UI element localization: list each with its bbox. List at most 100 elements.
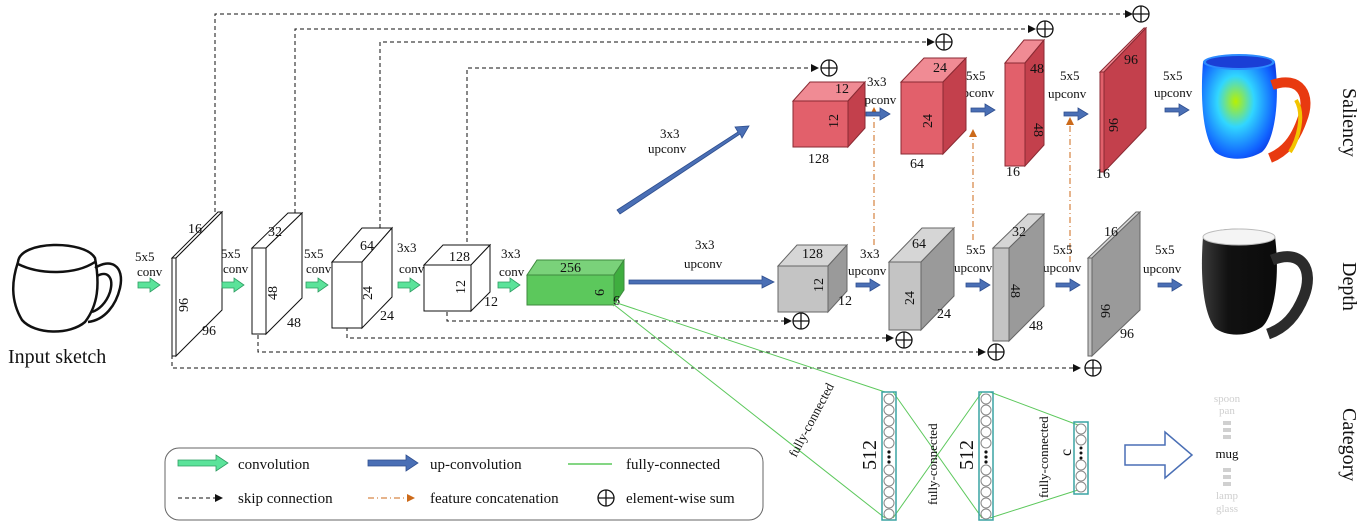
saliency-block-3 xyxy=(1003,38,1046,168)
op-label: 3x3 xyxy=(501,246,521,261)
dim-label: 48 xyxy=(287,316,301,331)
dim-label: 96 xyxy=(202,324,216,339)
upconv-arrow xyxy=(1164,103,1190,117)
saliency-dims: 12 12 128 24 24 64 48 48 16 96 96 16 xyxy=(808,53,1138,182)
op-label: 5x5 xyxy=(1060,68,1080,83)
op-label: conv xyxy=(499,264,525,279)
category-arrow xyxy=(1124,430,1194,480)
fc-size-2: 512 xyxy=(956,440,978,470)
dim-label: 12 xyxy=(812,278,827,292)
dim-label: 24 xyxy=(903,291,918,305)
saliency-block-4 xyxy=(1098,26,1148,174)
upconv-arrow-to-saliency xyxy=(616,125,750,215)
upconv-arrow xyxy=(1063,107,1089,121)
op-label: 5x5 xyxy=(1155,242,1175,257)
encoder-dims: 16 96 96 32 48 48 64 24 24 128 12 12 256… xyxy=(177,222,620,339)
op-label: upconv xyxy=(858,92,897,107)
dim-label: 24 xyxy=(933,61,947,76)
legend-element-wise-sum: element-wise sum xyxy=(626,491,735,507)
category-option: pan xyxy=(1219,405,1235,417)
dim-label: 24 xyxy=(361,286,376,300)
dim-label: 96 xyxy=(1107,118,1122,132)
legend-upconvolution: up-convolution xyxy=(430,457,522,473)
element-wise-sum-markers xyxy=(792,5,1150,377)
op-label: conv xyxy=(306,261,332,276)
legend-upconv-arrow xyxy=(367,454,419,472)
op-label: 3x3 xyxy=(867,74,887,89)
depth-output-mug xyxy=(1201,228,1313,340)
op-label: 3x3 xyxy=(860,246,880,261)
op-label: 3x3 xyxy=(397,240,417,255)
dim-label: 128 xyxy=(802,247,823,262)
op-label: 3x3 xyxy=(660,126,680,141)
sum-icon xyxy=(987,343,1005,361)
op-label: 5x5 xyxy=(304,246,324,261)
depth-block-4 xyxy=(1086,210,1142,358)
dim-label: 12 xyxy=(484,295,498,310)
upconv-arrow xyxy=(1055,278,1081,292)
fc-size-1: 512 xyxy=(859,440,881,470)
legend-conv-arrow xyxy=(177,454,229,472)
op-label: 5x5 xyxy=(1053,242,1073,257)
op-label: 5x5 xyxy=(966,242,986,257)
fc-column-2 xyxy=(978,391,994,521)
upconv-arrow xyxy=(965,278,991,292)
sum-icon xyxy=(792,312,810,330)
fc-label-1: fully-connected xyxy=(785,380,837,460)
encoder-block-3 xyxy=(330,226,394,330)
op-label: upconv xyxy=(648,141,687,156)
legend-feature-concatenation: feature concatenation xyxy=(430,491,559,507)
dim-label: 48 xyxy=(1030,123,1045,137)
dim-label: 96 xyxy=(1120,327,1134,342)
dim-label: 24 xyxy=(921,114,936,128)
dim-label: 24 xyxy=(380,309,394,324)
dim-label: 96 xyxy=(177,298,192,312)
category-option: spoon xyxy=(1214,393,1241,405)
dim-label: 256 xyxy=(560,261,581,276)
dim-label: 64 xyxy=(912,237,926,252)
op-label: conv xyxy=(137,264,163,279)
op-label: conv xyxy=(399,261,425,276)
category-row-label: Category xyxy=(1338,408,1360,481)
depth-block-1 xyxy=(776,243,849,314)
encoder-block-1 xyxy=(170,210,224,358)
sum-icon xyxy=(820,59,838,77)
op-label: upconv xyxy=(684,256,723,271)
encoder-block-4 xyxy=(422,243,492,313)
dim-label: 16 xyxy=(1006,165,1020,180)
op-label: upconv xyxy=(848,263,887,278)
op-label: 5x5 xyxy=(1163,68,1183,83)
legend-skip-connection: skip connection xyxy=(238,491,333,507)
depth-block-3 xyxy=(991,212,1046,343)
op-label: upconv xyxy=(954,260,993,275)
dim-label: 24 xyxy=(937,307,951,322)
fc-size-3: c xyxy=(1058,449,1075,456)
category-option: lamp xyxy=(1216,490,1238,502)
conv-arrow xyxy=(397,277,421,293)
dim-label: 16 xyxy=(1104,225,1118,240)
op-label: upconv xyxy=(1043,260,1082,275)
saliency-output-mug xyxy=(1201,54,1311,163)
legend: convolution up-convolution fully-connect… xyxy=(164,447,764,521)
sum-icon xyxy=(935,33,953,51)
upconv-arrows xyxy=(616,103,1190,292)
dim-label: 16 xyxy=(1096,167,1110,182)
upconv-arrow-to-depth xyxy=(628,275,775,289)
saliency-row-label: Saliency xyxy=(1338,88,1360,157)
fc-lines xyxy=(607,299,1079,519)
depth-dims: 128 12 12 64 24 24 32 48 48 16 96 96 xyxy=(802,225,1134,342)
sum-icon xyxy=(895,331,913,349)
dim-label: 6 xyxy=(613,294,620,309)
sum-icon xyxy=(1132,5,1150,23)
encoder-block-2 xyxy=(250,211,304,336)
sum-icon xyxy=(1084,359,1102,377)
dim-label: 16 xyxy=(188,222,202,237)
dim-label: 128 xyxy=(449,250,470,265)
dim-label: 6 xyxy=(593,289,608,296)
dim-label: 64 xyxy=(360,239,374,254)
legend-fully-connected: fully-connected xyxy=(626,457,721,473)
op-label: 5x5 xyxy=(221,246,241,261)
dim-label: 12 xyxy=(827,114,842,128)
saliency-block-1 xyxy=(791,80,867,149)
